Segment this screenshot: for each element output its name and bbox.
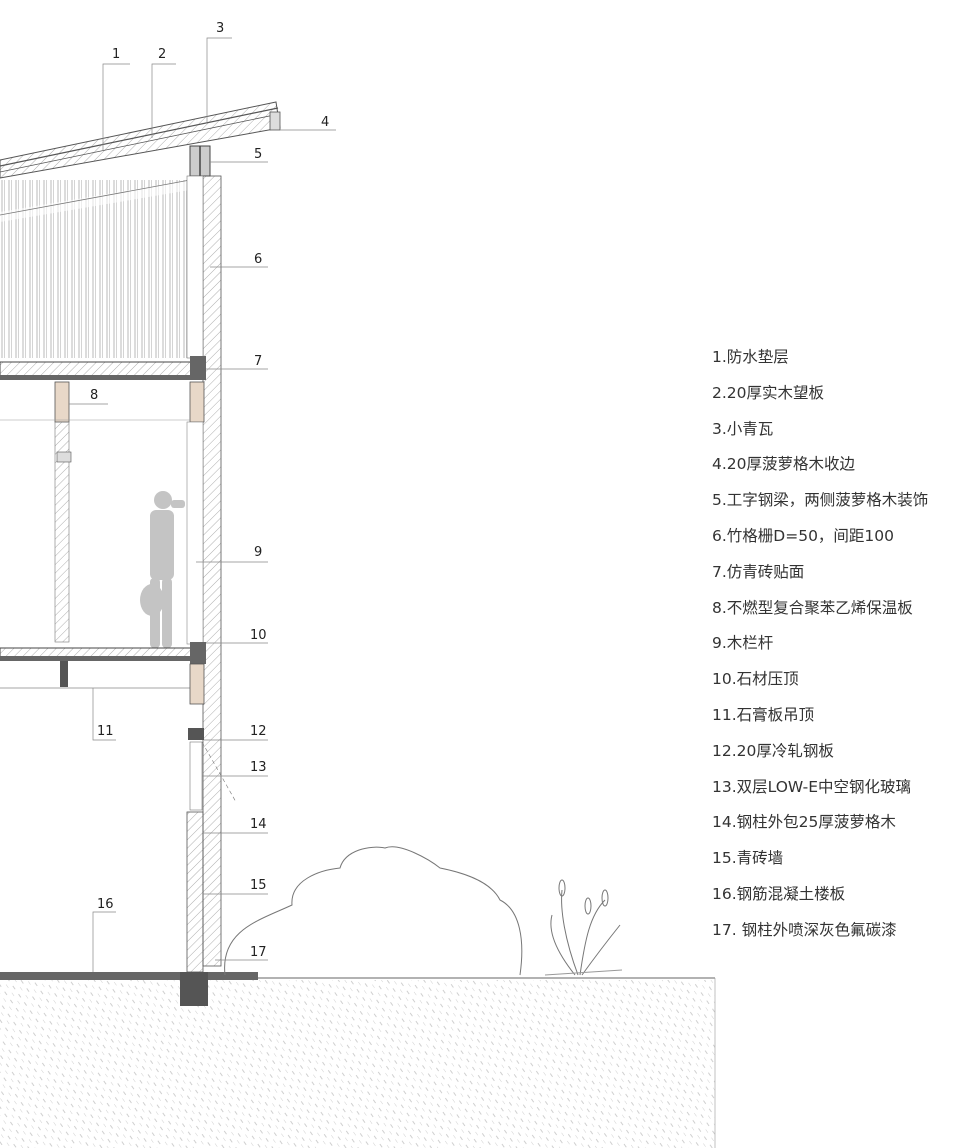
legend-item: 11.石膏板吊顶 (712, 705, 815, 724)
callout-10: 10 (250, 628, 267, 643)
callout-2: 2 (158, 47, 166, 62)
exterior-wall (186, 175, 222, 967)
ground-section (0, 977, 716, 1148)
roof-section (0, 101, 281, 179)
callout-8: 8 (90, 388, 98, 403)
callout-13: 13 (250, 760, 267, 775)
callout-11: 11 (97, 724, 114, 739)
legend-item: 5.工字钢梁，两侧菠萝格木装饰 (712, 491, 929, 510)
eave-beam (189, 145, 211, 177)
middle-floor-slab (0, 642, 206, 740)
callout-4: 4 (321, 115, 329, 130)
legend-item: 8.不燃型复合聚苯乙烯保温板 (712, 598, 913, 617)
legend-item: 7.仿青砖贴面 (712, 562, 805, 581)
legend-item: 3.小青瓦 (712, 419, 774, 438)
legend-item: 1.防水垫层 (712, 348, 789, 366)
legend-item: 13.双层LOW-E中空钢化玻璃 (712, 777, 912, 796)
callout-12: 12 (250, 724, 267, 739)
wood-railing (186, 421, 204, 645)
legend-item: 9.木栏杆 (712, 634, 774, 653)
bamboo-screen (0, 180, 190, 358)
ground-slab (0, 972, 258, 1006)
callout-17: 17 (250, 945, 267, 960)
legend-item: 2.20厚实木望板 (712, 383, 825, 402)
callout-3: 3 (216, 21, 224, 36)
legend-item: 16.钢筋混凝土楼板 (712, 884, 846, 903)
legend-item: 10.石材压顶 (712, 670, 799, 689)
callout-15: 15 (250, 878, 267, 893)
callout-numbers: 1 2 3 4 5 6 7 8 9 10 11 12 13 14 15 16 1… (90, 21, 329, 960)
callout-7: 7 (254, 354, 262, 369)
callout-5: 5 (254, 147, 262, 162)
legend-list: 1.防水垫层 2.20厚实木望板 3.小青瓦 4.20厚菠萝格木收边 5.工字钢… (712, 343, 928, 952)
callout-9: 9 (254, 545, 262, 560)
legend-item: 17. 钢柱外喷深灰色氟碳漆 (712, 920, 897, 939)
legend-item: 15.青砖墙 (712, 849, 784, 868)
insulation-post (0, 381, 205, 643)
legend-item: 6.竹格栅D=50，间距100 (712, 526, 895, 545)
legend-item: 14.钢柱外包25厚菠萝格木 (712, 813, 896, 832)
reeds (544, 879, 623, 976)
leader-lines (69, 37, 336, 972)
legend-item: 4.20厚菠萝格木收边 (712, 455, 856, 474)
callout-6: 6 (254, 252, 262, 267)
legend-item: 12.20厚冷轧钢板 (712, 741, 834, 760)
callout-16: 16 (97, 897, 114, 912)
upper-floor-slab (0, 356, 206, 380)
person-silhouette (140, 491, 185, 648)
callout-14: 14 (250, 817, 267, 832)
callout-1: 1 (112, 47, 120, 62)
shrub (224, 846, 523, 976)
